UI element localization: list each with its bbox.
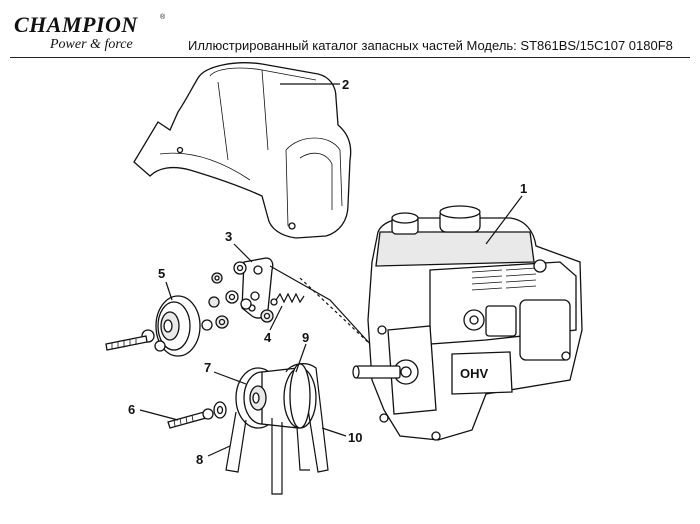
spring-part xyxy=(269,265,373,347)
engine-ohv-badge: OHV xyxy=(460,366,489,381)
belt-cover-part xyxy=(133,62,352,239)
callout-9: 9 xyxy=(302,330,309,345)
callout-leaders xyxy=(139,83,523,457)
callout-4: 4 xyxy=(264,330,272,345)
catalog-title: Иллюстрированный каталог запасных частей… xyxy=(188,38,673,53)
engine-vent-grille xyxy=(471,267,537,291)
callout-8: 8 xyxy=(196,452,203,467)
idler-pulley-part xyxy=(105,295,201,357)
callout-2: 2 xyxy=(342,77,349,92)
callout-labels: 1 2 3 4 5 6 7 8 9 10 xyxy=(128,77,527,467)
belt-ring-part xyxy=(289,363,311,429)
callout-3: 3 xyxy=(225,229,232,244)
callout-7: 7 xyxy=(204,360,211,375)
callout-5: 5 xyxy=(158,266,165,281)
logo-tagline: Power & force xyxy=(50,37,133,52)
engine-part: OHV xyxy=(352,205,583,441)
fastener-hardware xyxy=(201,261,274,331)
champion-logo: Champion ® Power & force xyxy=(14,12,166,52)
header-divider xyxy=(10,57,690,58)
callout-1: 1 xyxy=(520,181,527,196)
logo-registered-mark: ® xyxy=(160,14,166,21)
callout-10: 10 xyxy=(348,430,362,445)
pulley-bolt-part xyxy=(167,401,227,429)
callout-6: 6 xyxy=(128,402,135,417)
logo-brand-text: Champion xyxy=(14,12,138,37)
